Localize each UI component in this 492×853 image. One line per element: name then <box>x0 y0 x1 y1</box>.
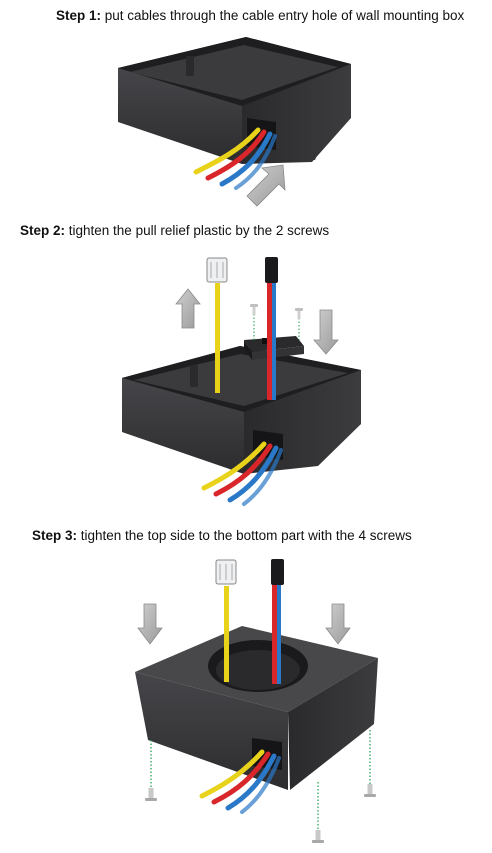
insert-arrow <box>246 164 286 207</box>
step-2-label: Step 2: <box>20 223 66 238</box>
down-arrow <box>313 309 339 355</box>
cables-vertical <box>215 559 284 684</box>
connector-black <box>265 257 278 283</box>
screw-post <box>186 56 194 76</box>
connector-black <box>271 559 284 585</box>
screw-icon <box>250 304 258 315</box>
step-1-text: put cables through the cable entry hole … <box>101 8 465 23</box>
step-1-label: Step 1: <box>56 8 102 23</box>
cables <box>201 441 283 506</box>
down-arrow-left <box>137 603 163 645</box>
step-2-title: Step 2: tighten the pull relief plastic … <box>20 223 329 238</box>
cables <box>193 127 277 190</box>
step-3-title: Step 3: tighten the top side to the bott… <box>32 528 412 543</box>
wall-mounting-box <box>122 346 361 474</box>
step-1-illustration <box>118 37 351 207</box>
step-1-title: Step 1: put cables through the cable ent… <box>56 8 464 23</box>
screws <box>145 730 376 843</box>
cables <box>199 749 281 814</box>
connector-clear <box>215 559 237 585</box>
step-3-illustration <box>135 559 378 843</box>
screw-icon <box>145 788 157 801</box>
screws <box>250 304 303 340</box>
screw-post <box>190 365 198 387</box>
step-3-label: Step 3: <box>32 528 78 543</box>
up-arrow <box>175 288 201 329</box>
step-2-illustration <box>122 257 361 506</box>
step-2-text: tighten the pull relief plastic by the 2… <box>65 223 330 238</box>
screw-icon <box>364 784 376 797</box>
screw-icon <box>295 308 303 319</box>
cables-vertical <box>206 257 278 400</box>
connector-clear <box>206 257 228 283</box>
step-3-text: tighten the top side to the bottom part … <box>77 528 412 543</box>
screw-icon <box>312 830 324 843</box>
wall-mounting-box-closed <box>135 626 378 790</box>
wall-mounting-box <box>118 37 351 164</box>
down-arrow-right <box>325 603 351 645</box>
